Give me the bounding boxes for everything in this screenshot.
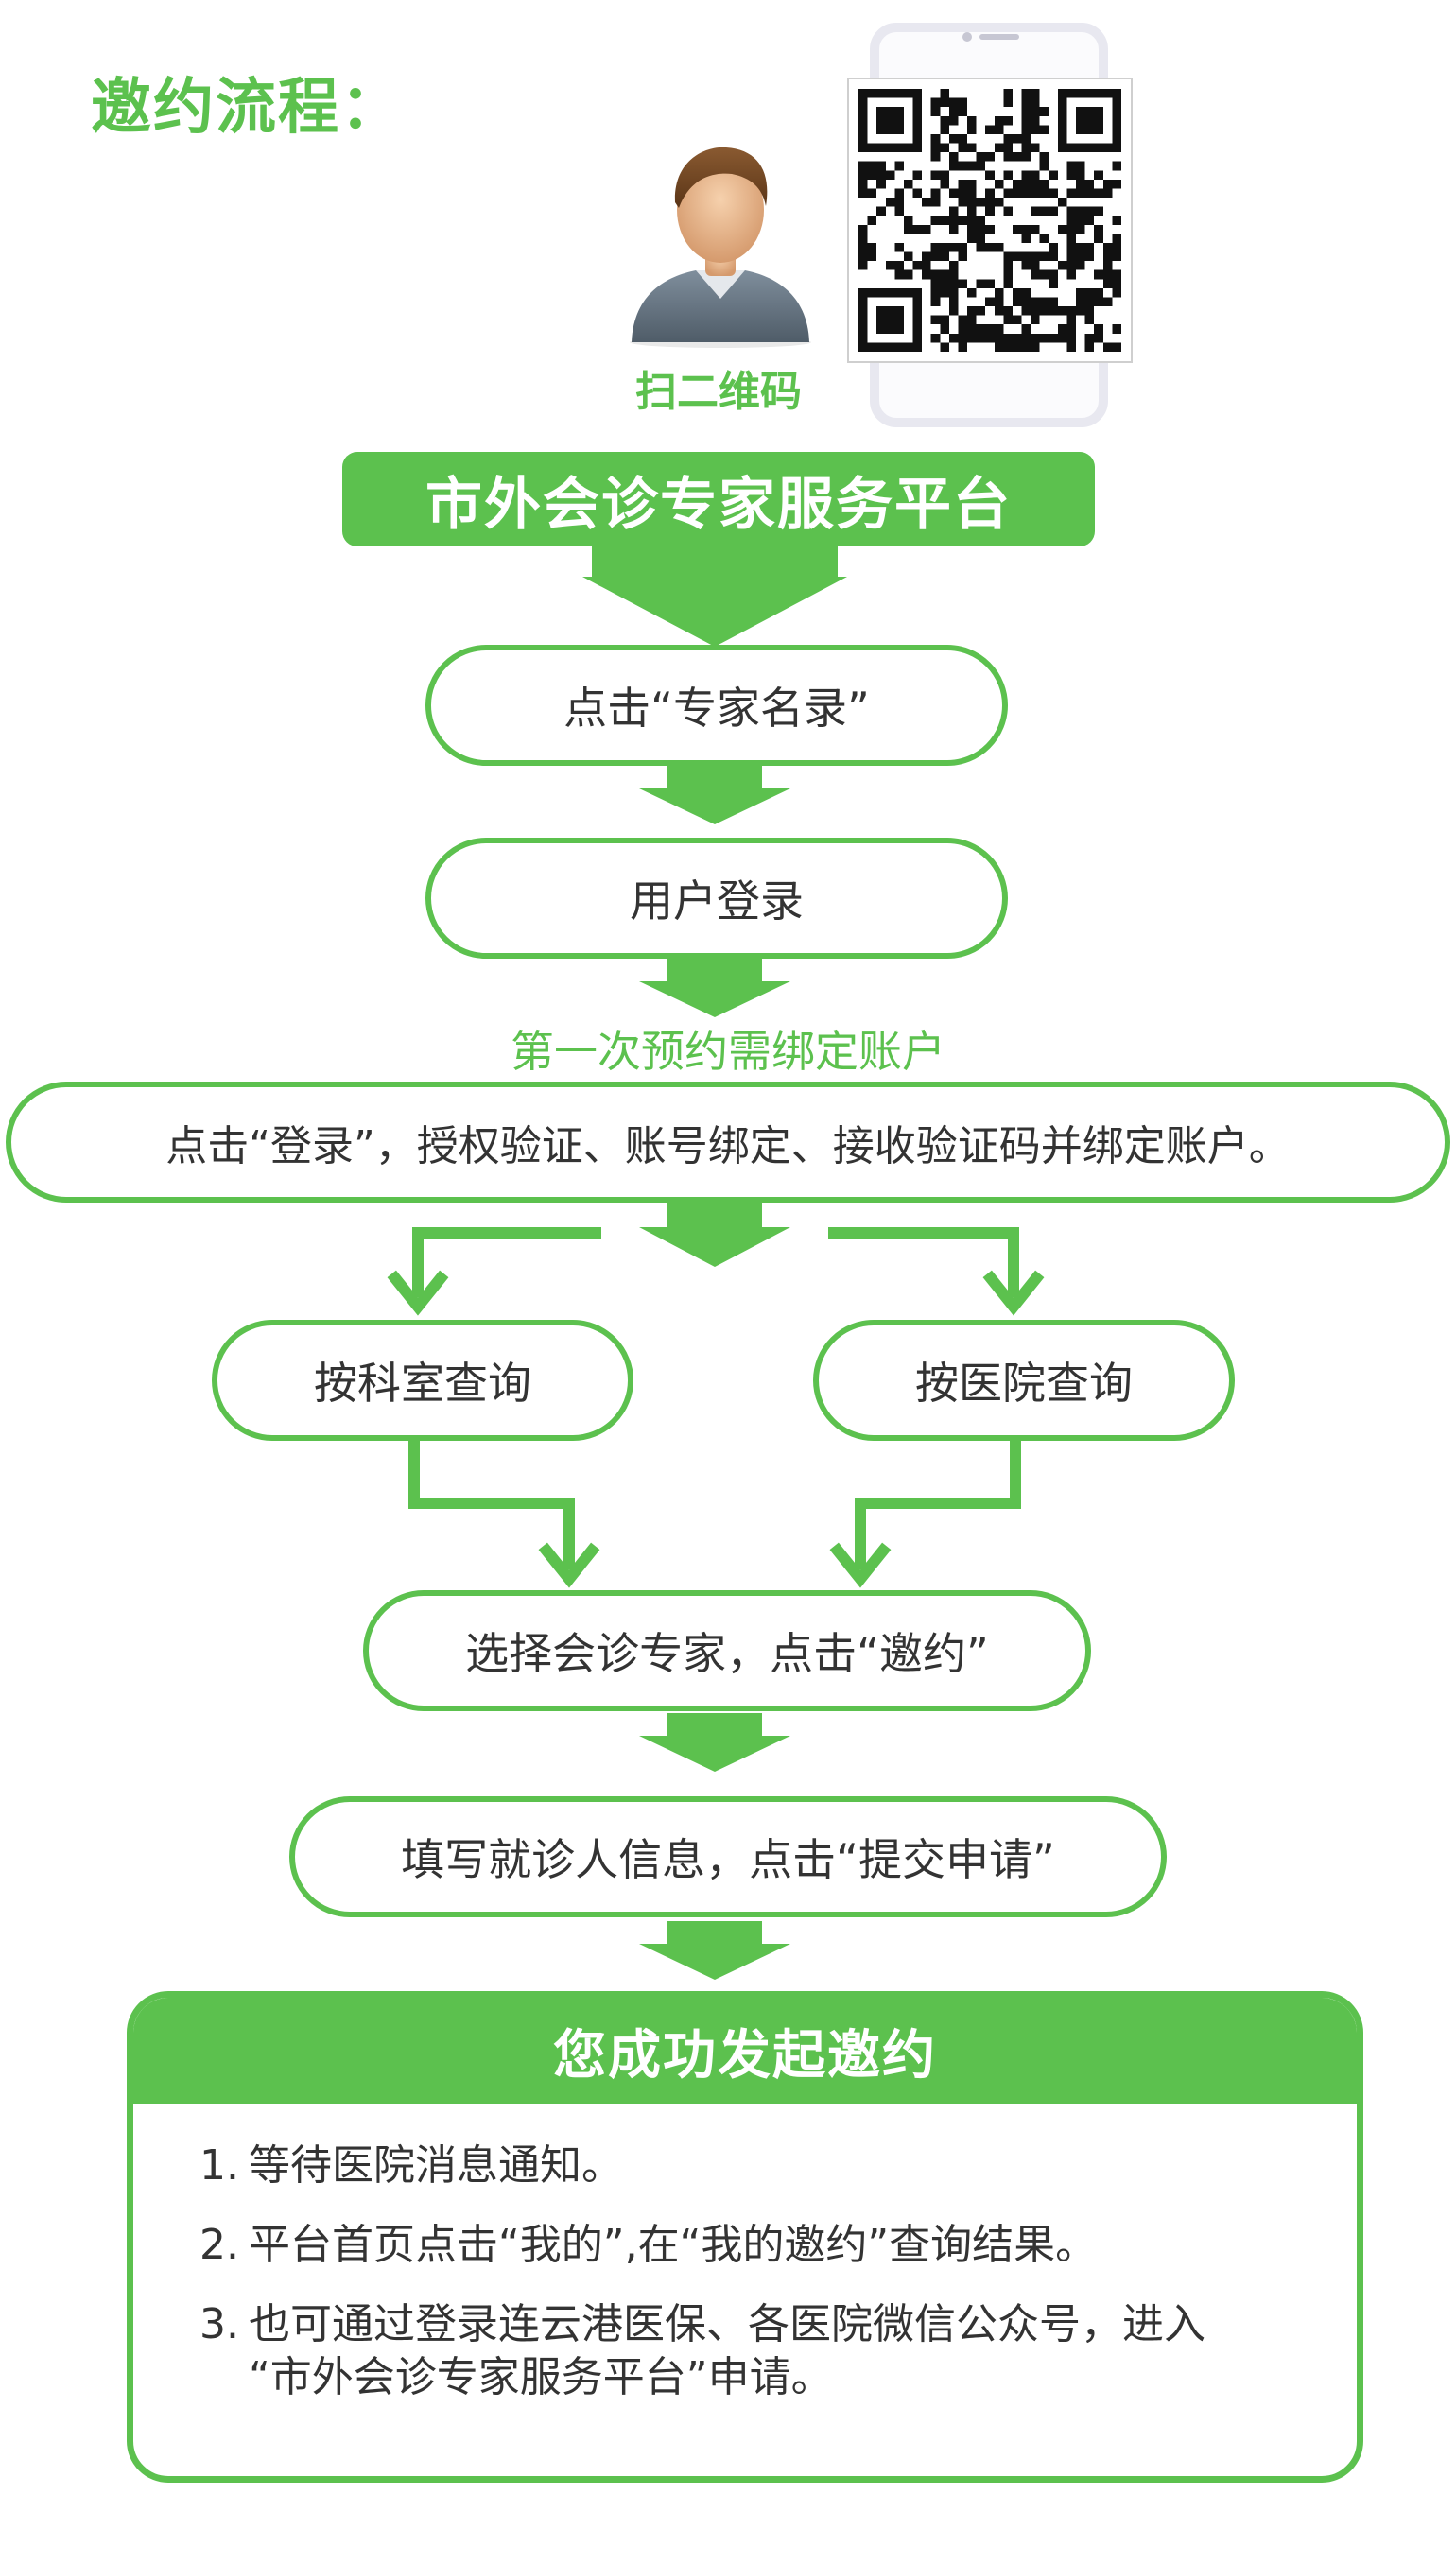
result-title: 您成功发起邀约 — [133, 1998, 1357, 2104]
list-item: 1.等待医院消息通知。 — [199, 2140, 1309, 2192]
first-bind-note: 第一次预约需绑定账户 — [511, 1026, 945, 1077]
list-item-text: 等待医院消息通知。 — [249, 2141, 623, 2190]
arrow-down-icon — [639, 1201, 790, 1267]
list-item: 2.平台首页点击“我的”,在“我的邀约”查询结果。 — [199, 2219, 1309, 2272]
list-item-number: 1. — [199, 2141, 239, 2190]
arrow-down-icon — [639, 1713, 790, 1772]
list-item-text: 平台首页点击“我的”,在“我的邀约”查询结果。 — [249, 2221, 1098, 2269]
step-user-login[interactable]: 用户登录 — [425, 838, 1008, 959]
arrow-down-icon — [639, 1921, 790, 1980]
step-bind-account[interactable]: 点击“登录”，授权验证、账号绑定、接收验证码并绑定账户。 — [6, 1082, 1450, 1203]
step-expert-list[interactable]: 点击“专家名录” — [425, 645, 1008, 766]
list-item-text: 也可通过登录连云港医保、各医院微信公众号，进入 — [249, 2300, 1205, 2348]
step-choose-expert[interactable]: 选择会诊专家，点击“邀约” — [363, 1590, 1091, 1711]
list-item-number: 3. — [199, 2300, 239, 2348]
scan-qr-label: 扫二维码 — [635, 368, 802, 416]
phone-speaker — [979, 34, 1019, 40]
step-query-by-department[interactable]: 按科室查询 — [212, 1320, 633, 1441]
result-panel: 您成功发起邀约 1.等待医院消息通知。 2.平台首页点击“我的”,在“我的邀约”… — [127, 1991, 1363, 2483]
arrow-down-icon — [639, 959, 790, 1017]
user-avatar-icon — [630, 147, 811, 348]
result-list: 1.等待医院消息通知。 2.平台首页点击“我的”,在“我的邀约”查询结果。 3.… — [199, 2140, 1309, 2431]
list-item-text-continued: “市外会诊专家服务平台”申请。 — [249, 2353, 833, 2401]
list-item: 3.也可通过登录连云港医保、各医院微信公众号，进入 “市外会诊专家服务平台”申请… — [199, 2298, 1309, 2404]
arrow-down-icon — [582, 546, 847, 647]
platform-banner: 市外会诊专家服务平台 — [342, 452, 1095, 546]
step-query-by-hospital[interactable]: 按医院查询 — [813, 1320, 1235, 1441]
phone-camera-dot — [962, 32, 972, 42]
arrow-down-icon — [639, 766, 790, 824]
page-title: 邀约流程： — [91, 73, 403, 143]
qr-code-icon — [858, 89, 1121, 352]
step-fill-patient-info[interactable]: 填写就诊人信息，点击“提交申请” — [289, 1796, 1167, 1917]
list-item-number: 2. — [199, 2221, 239, 2269]
